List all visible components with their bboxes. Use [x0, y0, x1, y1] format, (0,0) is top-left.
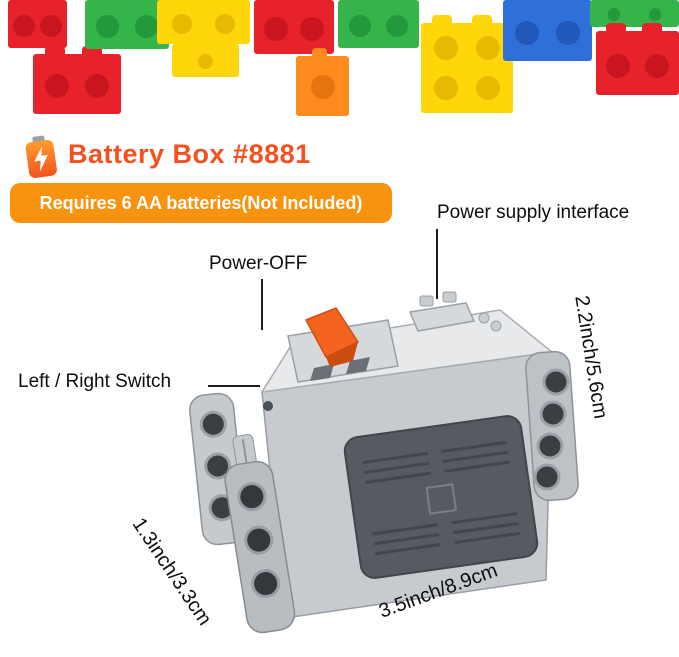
lego-brick	[254, 0, 334, 54]
lego-brick	[157, 0, 250, 44]
annotation-lines	[208, 229, 438, 387]
battery-cover	[343, 415, 539, 579]
brick-stud	[641, 23, 662, 31]
brick-stud	[82, 46, 103, 54]
lego-brick	[33, 46, 121, 114]
lego-brick	[596, 23, 679, 95]
left-lower-holes	[237, 482, 281, 599]
lightning-bolt-icon	[34, 146, 48, 172]
brick-stud	[471, 15, 492, 23]
brick-stud	[311, 48, 327, 56]
brick-stud	[432, 15, 452, 23]
brick-stud-circle	[348, 14, 371, 37]
brick-stud-circle	[644, 53, 669, 78]
lego-brick	[296, 48, 349, 116]
vent-slits	[362, 440, 521, 556]
right-beam-holes	[533, 368, 570, 491]
requirement-banner: Requires 6 AA batteries(Not Included)	[10, 183, 392, 223]
lego-brick	[338, 0, 419, 48]
lego-brick	[85, 0, 169, 49]
lego-brick	[503, 0, 592, 61]
brick-stud-circle	[433, 75, 458, 100]
cover-latch	[425, 483, 458, 515]
power-connector	[408, 291, 502, 332]
brick-stud-circle	[476, 75, 501, 100]
brick-stud-circle	[606, 53, 631, 78]
brick-stud-circle	[607, 8, 621, 21]
brick-stud-circle	[214, 13, 236, 34]
brick-stud-circle	[135, 15, 158, 38]
lego-brick	[421, 15, 513, 113]
power-switch-lever	[304, 307, 360, 367]
brick-stud	[606, 23, 626, 31]
battery-icon	[21, 134, 61, 180]
brick-stud-circle	[300, 17, 325, 42]
brick-stud-circle	[40, 14, 63, 37]
brick-stud-circle	[85, 74, 110, 99]
brick-stud-circle	[197, 53, 214, 69]
left-pin-beam-lower	[224, 434, 296, 634]
label-left-right-switch: Left / Right Switch	[18, 371, 172, 392]
brick-stud-circle	[433, 36, 458, 61]
brick-stud-circle	[648, 8, 662, 21]
brick-stud-circle	[556, 20, 580, 45]
brick-stud-circle	[310, 75, 335, 100]
brick-stud	[45, 46, 66, 54]
brick-stud-circle	[44, 74, 69, 99]
lego-brick	[172, 44, 239, 77]
page-title: Battery Box #8881	[68, 139, 311, 169]
label-power-supply-interface: Power supply interface	[437, 202, 630, 223]
lego-brick	[590, 0, 679, 27]
brick-stud-circle	[515, 20, 539, 45]
brick-stud-circle	[12, 14, 35, 37]
pin-hole	[263, 401, 273, 411]
right-pin-beam	[525, 350, 579, 502]
brick-stud-circle	[386, 14, 409, 37]
lego-brick	[8, 0, 67, 48]
brick-stud-circle	[96, 15, 119, 38]
brick-stud-circle	[172, 13, 193, 34]
brick-stud-circle	[476, 36, 501, 61]
requirement-banner-text: Requires 6 AA batteries(Not Included)	[39, 192, 363, 213]
battery-body	[24, 139, 58, 179]
brick-stud-circle	[263, 17, 288, 42]
label-power-off: Power-OFF	[209, 253, 308, 274]
